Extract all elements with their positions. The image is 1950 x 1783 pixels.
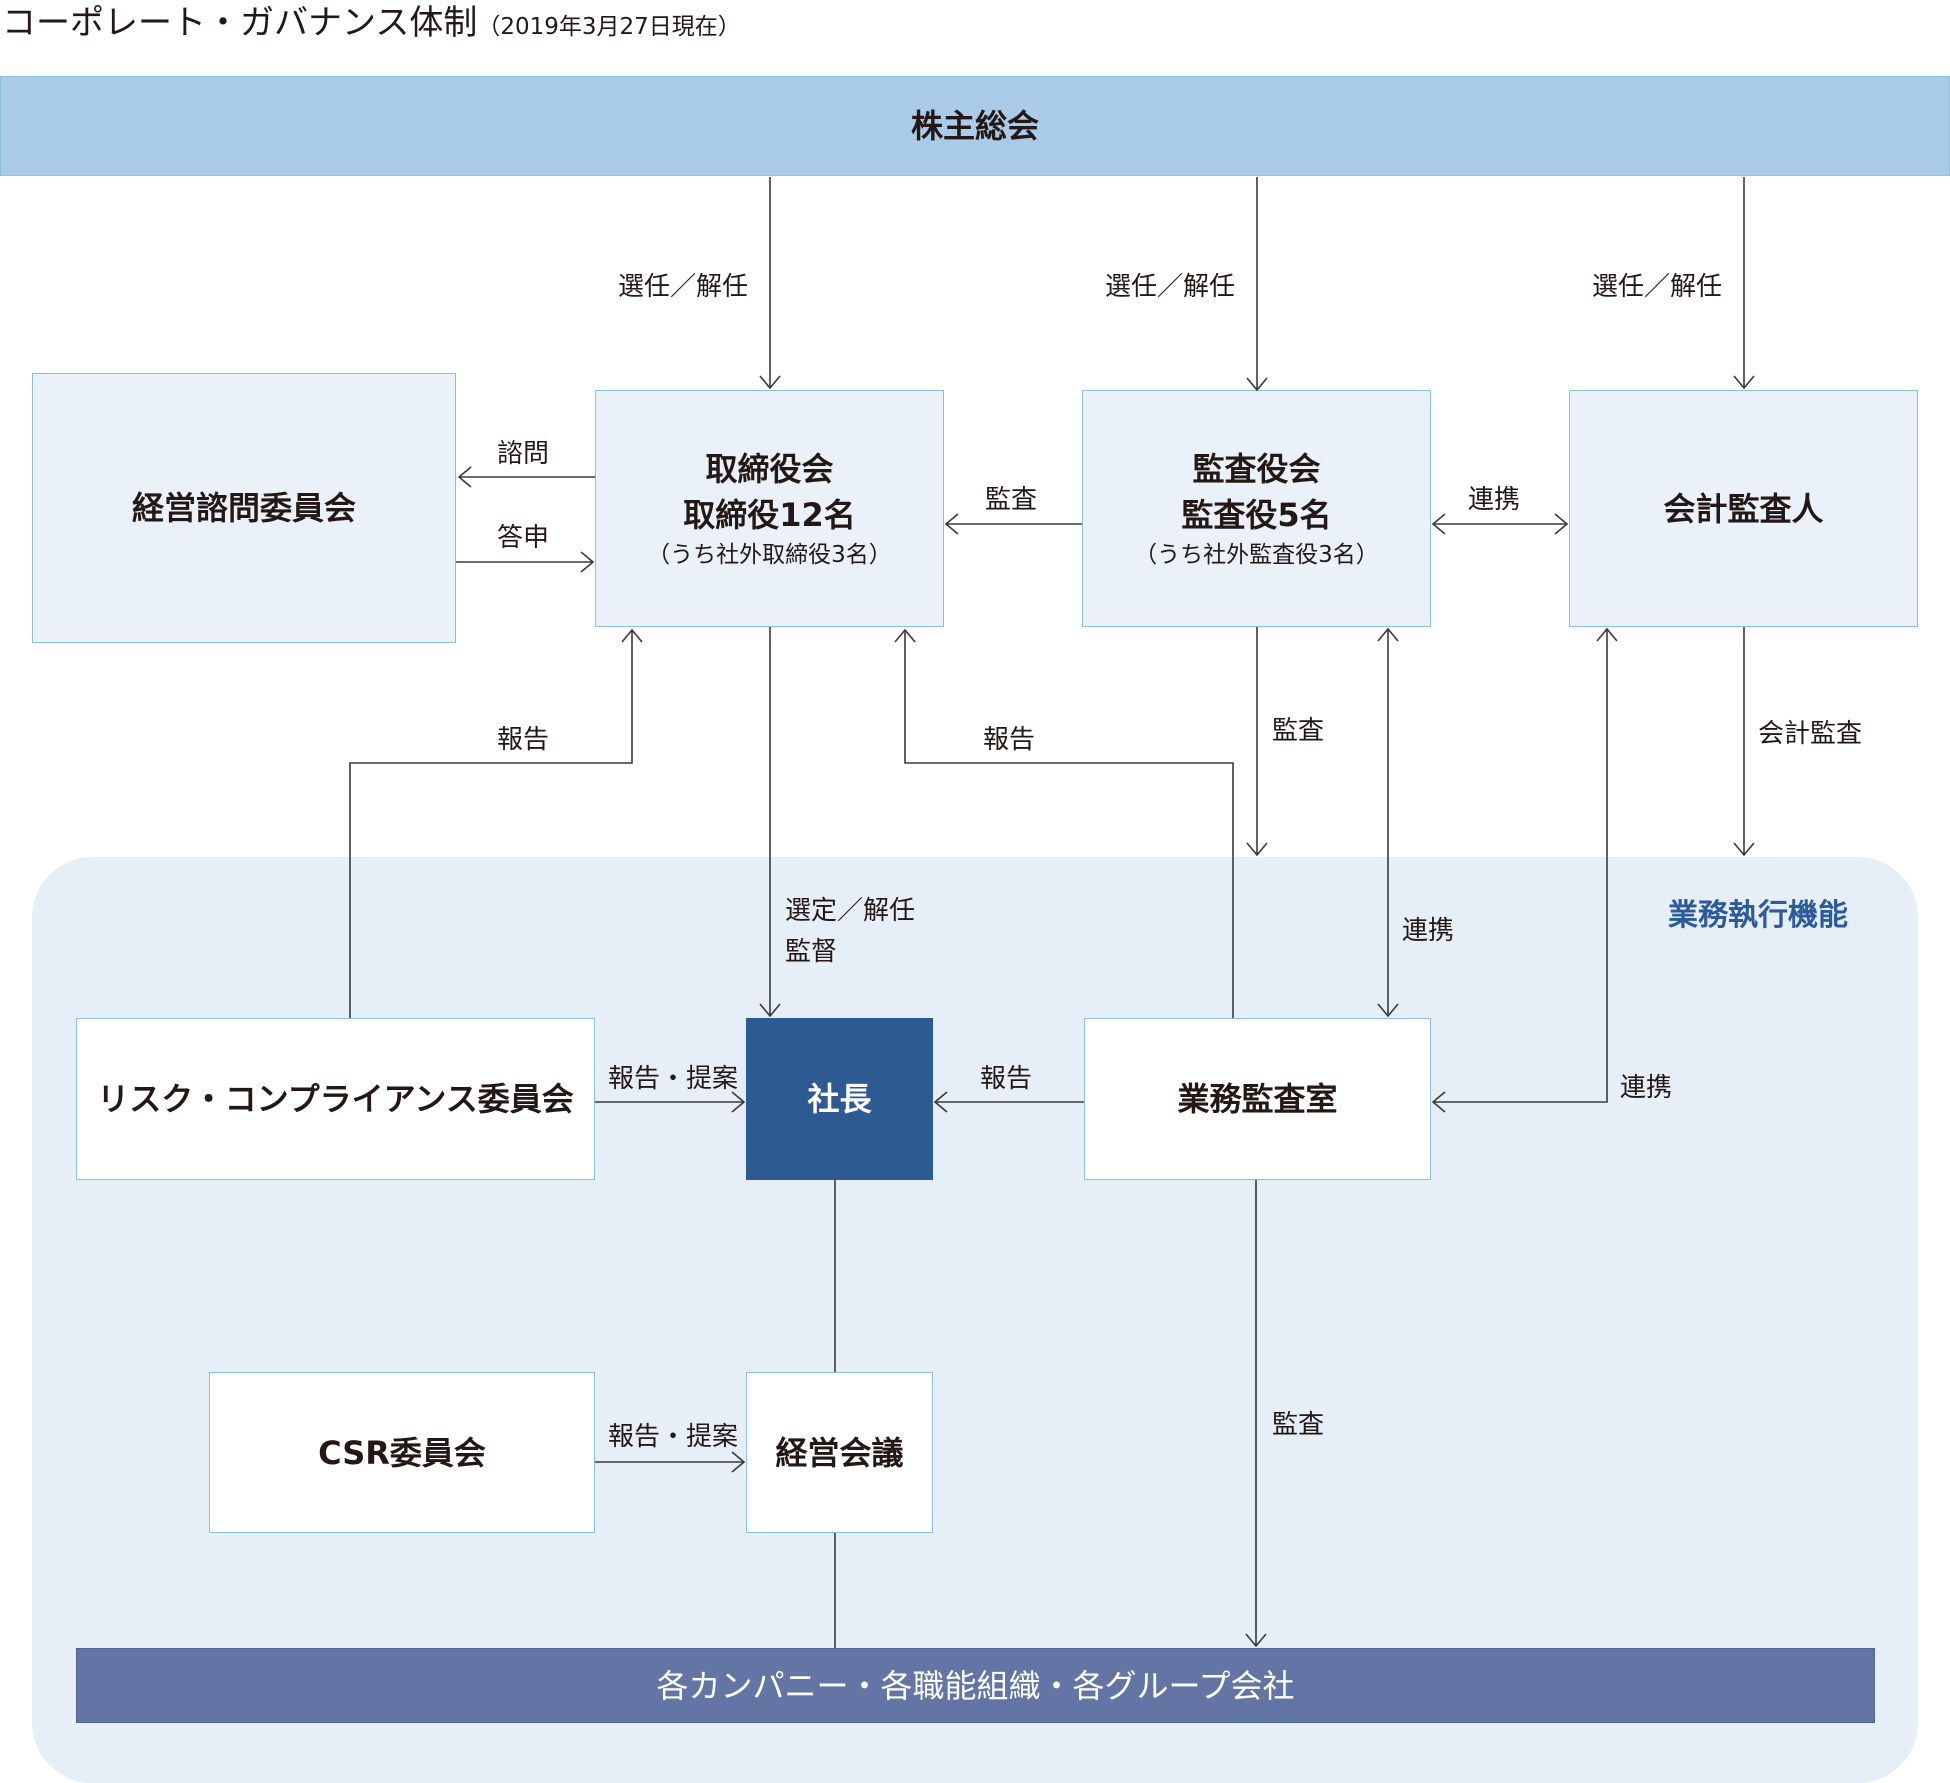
arrowhead xyxy=(731,1091,746,1113)
label-consult: 諮問 xyxy=(497,439,550,469)
page-title: コーポレート・ガバナンス体制（2019年3月27日現在） xyxy=(2,0,741,50)
label-risk-to-president: 報告・提案 xyxy=(608,1064,739,1094)
risk-compliance-committee-label: リスク・コンプライアンス委員会 xyxy=(97,1080,574,1118)
board-of-directors-box: 取締役会 取締役12名 （うち社外取締役3名） xyxy=(595,390,944,627)
arrowhead xyxy=(580,551,595,573)
arrowhead xyxy=(1733,842,1755,857)
label-internal-to-president: 報告 xyxy=(980,1064,1033,1094)
audit-board-line1: 監査役会 xyxy=(1192,449,1321,488)
shareholders-meeting-label: 株主総会 xyxy=(910,107,1039,145)
connector-accounting-internal-link xyxy=(1433,629,1608,1103)
audit-board-note: （うち社外監査役3名） xyxy=(1134,541,1379,568)
arrowhead xyxy=(1245,1633,1267,1648)
arrowhead xyxy=(759,1003,781,1018)
arrowhead xyxy=(1733,375,1755,390)
president-box: 社長 xyxy=(746,1018,933,1180)
label-accounting-audit: 会計監査 xyxy=(1758,719,1863,749)
label-audit-board-to-board: 監査 xyxy=(985,485,1038,515)
label-board-select-line1: 選定／解任 xyxy=(785,896,916,926)
csr-committee-label: CSR委員会 xyxy=(318,1433,486,1472)
board-line1: 取締役会 xyxy=(705,449,834,488)
arrowhead xyxy=(1596,627,1618,642)
arrowhead xyxy=(1246,842,1268,857)
label-internal-report-board: 報告 xyxy=(983,725,1036,755)
accounting-auditor-label: 会計監査人 xyxy=(1663,489,1824,528)
label-board-select-line2: 監督 xyxy=(785,937,838,967)
shareholders-meeting-box: 株主総会 xyxy=(0,76,1950,176)
board-note: （うち社外取締役3名） xyxy=(647,541,892,568)
arrowhead xyxy=(1431,513,1446,535)
arrowhead xyxy=(1246,377,1268,392)
arrowhead xyxy=(759,375,781,390)
arrowhead xyxy=(1377,1003,1399,1018)
audit-board-line2: 監査役5名 xyxy=(1181,495,1332,534)
audit-board-box: 監査役会 監査役5名 （うち社外監査役3名） xyxy=(1082,390,1431,627)
label-audit-accounting-link: 連携 xyxy=(1468,485,1521,515)
accounting-auditor-box: 会計監査人 xyxy=(1569,390,1918,627)
label-elect-audit: 選任／解任 xyxy=(1105,272,1236,302)
arrowhead xyxy=(933,1091,948,1113)
arrowhead xyxy=(1431,1091,1446,1113)
csr-committee-box: CSR委員会 xyxy=(209,1372,595,1533)
arrowhead xyxy=(1554,513,1569,535)
advisory-committee-label: 経営諮問委員会 xyxy=(131,489,356,527)
execution-area-label: 業務執行機能 xyxy=(1668,898,1848,933)
label-internal-audit-subsidiaries: 監査 xyxy=(1272,1410,1325,1440)
arrowhead xyxy=(731,1451,746,1473)
risk-compliance-committee-box: リスク・コンプライアンス委員会 xyxy=(76,1018,595,1180)
arrowhead xyxy=(457,466,472,488)
label-audit-exec: 監査 xyxy=(1272,716,1325,746)
internal-audit-office-label: 業務監査室 xyxy=(1177,1080,1338,1118)
management-meeting-label: 経営会議 xyxy=(775,1433,904,1472)
title-main: コーポレート・ガバナンス体制 xyxy=(2,3,478,43)
title-date: （2019年3月27日現在） xyxy=(477,14,741,40)
advisory-committee-box: 経営諮問委員会 xyxy=(32,373,456,643)
subsidiaries-label: 各カンパニー・各職能組織・各グループ会社 xyxy=(656,1666,1295,1705)
arrowhead xyxy=(894,628,916,643)
arrowhead xyxy=(944,513,959,535)
label-answer: 答申 xyxy=(497,523,550,553)
label-csr-to-meeting: 報告・提案 xyxy=(608,1422,739,1452)
arrowhead xyxy=(1377,627,1399,642)
board-line2: 取締役12名 xyxy=(683,495,856,534)
arrowhead xyxy=(621,628,643,643)
internal-audit-office-box: 業務監査室 xyxy=(1084,1018,1431,1180)
label-elect-board: 選任／解任 xyxy=(618,272,749,302)
execution-area xyxy=(32,857,1918,1783)
president-label: 社長 xyxy=(807,1080,872,1118)
label-audit-internal-link: 連携 xyxy=(1402,916,1455,946)
label-accounting-internal-link: 連携 xyxy=(1620,1073,1673,1103)
connector-internal-report-board xyxy=(904,630,1234,1018)
label-risk-report-board: 報告 xyxy=(497,725,550,755)
management-meeting-box: 経営会議 xyxy=(746,1372,933,1533)
label-elect-accounting: 選任／解任 xyxy=(1592,272,1723,302)
connector-risk-report-board xyxy=(349,630,633,1018)
subsidiaries-bar: 各カンパニー・各職能組織・各グループ会社 xyxy=(76,1648,1875,1723)
